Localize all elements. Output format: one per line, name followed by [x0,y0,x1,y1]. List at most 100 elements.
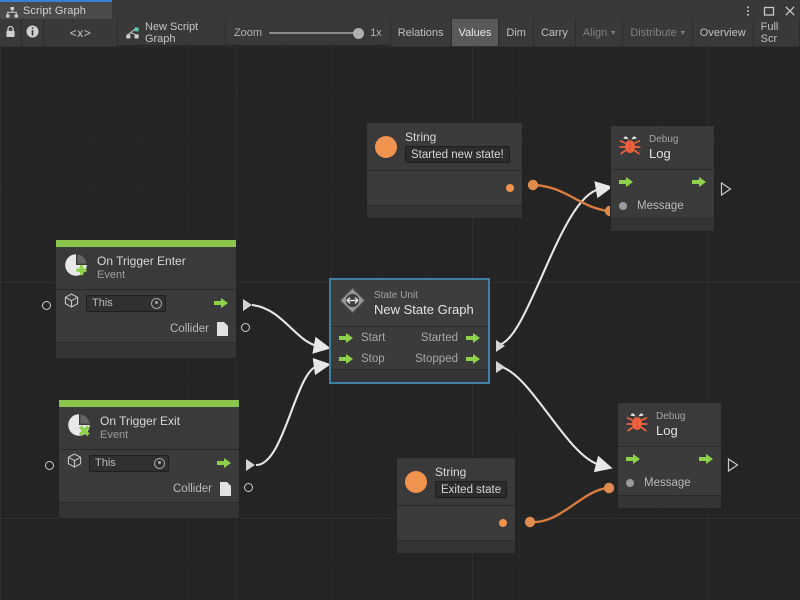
started-output-marker[interactable] [496,340,505,352]
distribute-label: Distribute [630,26,677,39]
flow-output-marker[interactable] [720,181,732,201]
event-accent-bar [56,240,236,247]
node-title-group: State Unit New State Graph [374,289,474,318]
node-on-trigger-enter[interactable]: On Trigger Enter Event This [55,239,237,359]
carry-label: Carry [540,26,568,39]
info-button[interactable] [22,19,45,46]
lock-button[interactable] [0,19,23,46]
target-input-marker[interactable] [42,301,51,310]
flow-output-port[interactable] [699,454,713,464]
collider-row: Collider [59,476,239,502]
start-input-port[interactable] [339,332,353,343]
node-body: Message [618,447,721,495]
flow-output-marker[interactable] [727,457,739,477]
target-row: This [59,450,239,476]
more-menu-icon[interactable] [742,4,754,16]
collider-doc-icon[interactable] [220,482,231,496]
message-input-port[interactable] [619,202,627,210]
message-label: Message [644,477,691,489]
node-title: Log [649,146,671,161]
node-on-trigger-exit[interactable]: On Trigger Exit Event This [58,399,240,519]
values-button[interactable]: Values [451,19,500,46]
edge-string-to-message-top [532,183,610,213]
node-header: State Unit New State Graph [331,280,488,327]
started-output-port[interactable] [466,332,480,343]
node-debug-log-bottom[interactable]: Debug Log Message [617,402,722,509]
flow-input-port[interactable] [619,177,633,187]
target-object-field[interactable]: This [89,454,169,472]
event-accent-bar [59,400,239,407]
dim-button[interactable]: Dim [499,19,534,46]
window-controls [742,0,796,19]
node-body: This Collider [56,290,236,342]
relations-button[interactable]: Relations [390,19,452,46]
overview-button[interactable]: Overview [692,19,754,46]
stopped-output-marker[interactable] [496,361,505,373]
node-body: This Collider [59,450,239,502]
tab-label: Script Graph [23,4,86,17]
node-footer [618,495,721,508]
node-title: On Trigger Exit [100,414,181,428]
target-input-marker[interactable] [45,461,54,470]
object-picker-icon[interactable] [151,297,162,309]
carry-button[interactable]: Carry [533,19,576,46]
graph-name-field[interactable]: New Script Graph [118,19,226,46]
graph-canvas[interactable]: String Started new state! [0,46,800,600]
value-output-port[interactable] [506,184,514,192]
node-title: On Trigger Enter [97,254,186,268]
distribute-dropdown[interactable]: Distribute ▾ [623,19,693,46]
align-label: Align [582,26,608,39]
node-header: Debug Log [618,403,721,447]
full-screen-label: Full Scr [760,20,779,45]
flow-output-marker[interactable] [243,299,252,311]
node-title: String [405,130,437,144]
lock-icon [5,25,16,41]
flow-input-port[interactable] [626,454,640,464]
node-body: Message [611,170,714,218]
flow-output-marker[interactable] [246,459,255,471]
collider-doc-icon[interactable] [217,322,228,336]
node-category: Debug [649,134,679,145]
zoom-slider[interactable] [269,27,365,39]
flow-output-port[interactable] [214,298,228,308]
full-screen-button[interactable]: Full Scr [753,19,800,46]
event-exit-icon [67,413,92,443]
dim-label: Dim [506,26,526,39]
collider-row: Collider [56,316,236,342]
node-header: On Trigger Enter Event [56,247,236,290]
node-state-unit[interactable]: State Unit New State Graph Start Started… [330,279,489,383]
code-view-button[interactable]: <x> [44,19,118,46]
string-value-field[interactable]: Started new state! [405,146,510,163]
node-title-group: String Started new state! [405,130,510,163]
target-object-field[interactable]: This [86,294,166,312]
node-title-group: On Trigger Exit Event [100,414,180,442]
node-body [367,171,522,205]
flow-output-port[interactable] [217,458,231,468]
node-string-bottom[interactable]: String Exited state [396,457,516,554]
string-value-icon [405,470,427,493]
collider-output-marker[interactable] [244,483,253,492]
collider-output-marker[interactable] [241,323,250,332]
flow-output-port[interactable] [692,177,706,187]
tab-script-graph[interactable]: Script Graph [0,0,112,19]
object-picker-icon[interactable] [154,457,165,469]
zoom-slider-handle[interactable] [353,27,365,39]
script-graph-icon [126,26,139,39]
close-icon[interactable] [784,4,796,16]
string-value-field[interactable]: Exited state [435,481,508,498]
stop-input-port[interactable] [339,353,353,364]
maximize-icon[interactable] [763,4,775,16]
node-debug-log-top[interactable]: Debug Log Message [610,125,715,232]
info-icon [26,25,39,41]
node-footer [367,205,522,218]
node-title-group: String Exited state [435,465,508,498]
align-dropdown[interactable]: Align ▾ [575,19,624,46]
collider-label: Collider [170,323,209,335]
message-input-port[interactable] [626,479,634,487]
collider-label: Collider [173,483,212,495]
node-string-top[interactable]: String Started new state! [366,122,523,219]
stopped-output-port[interactable] [466,353,480,364]
relations-label: Relations [397,26,444,39]
value-output-port[interactable] [499,519,507,527]
